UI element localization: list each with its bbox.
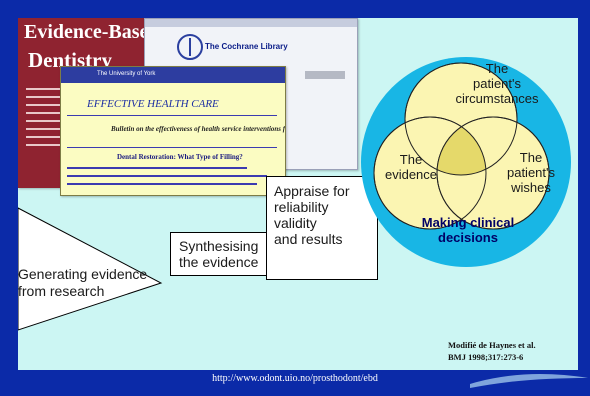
- venn-text-line: patient's: [506, 165, 555, 180]
- synth-line: the evidence: [179, 254, 259, 270]
- cochrane-block: [305, 71, 345, 79]
- synth-line: Synthesising: [179, 238, 259, 254]
- appraise-line: validity: [274, 215, 317, 231]
- ehc-header-bar: [61, 67, 285, 83]
- flow-diagram: [18, 207, 163, 331]
- venn-evidence-label: The evidence: [376, 152, 446, 182]
- venn-caption: Making clinical decisions: [403, 215, 533, 245]
- venn-text-line: wishes: [511, 180, 551, 195]
- ehc-heading: Dental Restoration: What Type of Filling…: [117, 153, 243, 161]
- ehc-text-line: [67, 183, 257, 185]
- venn-wishes-label: The patient's wishes: [496, 150, 566, 195]
- venn-diagram: [361, 57, 571, 267]
- ehc-text-line: [67, 175, 267, 177]
- cochrane-toolbar: [145, 19, 357, 27]
- evidence-outline: [373, 116, 487, 230]
- ehc-rule: [67, 115, 277, 116]
- ehc-screenshot: The University of York EFFECTIVE HEALTH …: [60, 66, 286, 196]
- appraise-line: and results: [274, 231, 343, 247]
- venn-overlap: [437, 117, 486, 175]
- slide-canvas: Evidence-Base Dentistry The Cochrane Lib…: [18, 18, 578, 370]
- appraise-box: Appraise for reliability validity and re…: [266, 176, 378, 280]
- ehc-title: EFFECTIVE HEALTH CARE: [87, 98, 219, 110]
- ehc-header-text: The University of York: [97, 71, 156, 77]
- footer-swoosh: [470, 374, 588, 388]
- generating-line: Generating evidence: [18, 266, 148, 282]
- venn-text-line: circumstances: [455, 91, 539, 106]
- wishes-outline: [436, 116, 550, 230]
- generating-line: from research: [18, 283, 105, 299]
- cochrane-title: The Cochrane Library: [205, 42, 288, 51]
- reference-line: BMJ 1998;317:273-6: [448, 352, 524, 362]
- reference-line: Modifié de Haynes et al.: [448, 340, 536, 350]
- ebd-text-lines: [26, 88, 66, 152]
- venn-text-line: evidence: [384, 167, 438, 182]
- venn-circumstances-label: The patient's circumstances: [437, 61, 557, 106]
- reference-citation: Modifié de Haynes et al. BMJ 1998;317:27…: [448, 339, 536, 363]
- venn-text-line: The: [399, 152, 423, 167]
- appraise-line: reliability: [274, 199, 329, 215]
- venn-text-line: The: [519, 150, 543, 165]
- ebd-title-line1: Evidence-Base: [24, 21, 149, 43]
- venn-caption-line: Making clinical: [421, 215, 515, 230]
- ehc-text-line: [67, 167, 247, 169]
- swoosh-shape: [470, 374, 588, 388]
- generating-wedge: [18, 207, 163, 331]
- circumstances-outline: [404, 62, 518, 176]
- footer-url[interactable]: http://www.odont.uio.no/prosthodont/ebd: [212, 373, 378, 384]
- cochrane-logo-icon: [177, 34, 203, 60]
- ehc-rule: [67, 147, 277, 148]
- venn-text-line: The: [485, 61, 509, 76]
- generating-evidence-label: Generating evidence from research: [18, 266, 147, 300]
- synthesising-box: Synthesising the evidence: [170, 232, 282, 276]
- venn-text-line: patient's: [472, 76, 521, 91]
- venn-caption-line: decisions: [438, 230, 498, 245]
- appraise-line: Appraise for: [274, 183, 350, 199]
- ehc-bulletin: Bulletin on the effectiveness of health …: [111, 125, 286, 133]
